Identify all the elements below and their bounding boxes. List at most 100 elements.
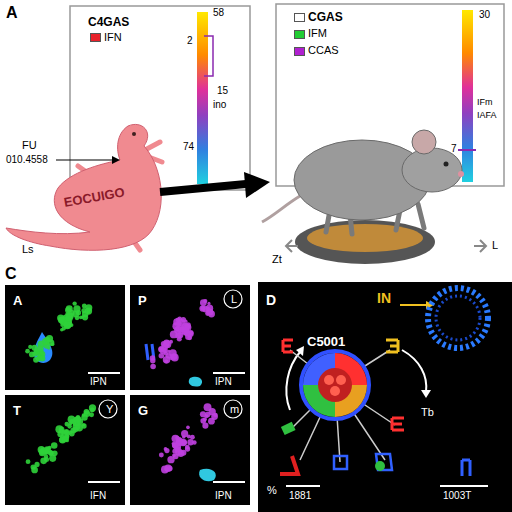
cell-dot [52, 450, 58, 456]
panel-letter: A [13, 294, 22, 307]
cell-dot [204, 403, 212, 411]
legend-swatch [294, 47, 305, 56]
output-label: Tb [421, 407, 434, 418]
micrograph-panel: DINC5001Tb%18811003T [258, 282, 512, 512]
axis-mark: % [267, 485, 277, 496]
axis-label: L [492, 240, 498, 251]
axis-label: Zt [272, 254, 282, 265]
cell-dot [176, 318, 181, 323]
cell-dot [205, 311, 210, 316]
cell-dot [200, 411, 206, 417]
cell-dot [200, 299, 207, 306]
cell-dot [89, 404, 96, 411]
scale-label: IPN [90, 377, 107, 387]
scale-label: IPN [215, 491, 232, 501]
cell-dot [81, 308, 86, 313]
body-label: EOCUIGO [63, 185, 126, 208]
cell-dot [180, 450, 186, 456]
cell-dot [177, 332, 183, 338]
scale-label: 1881 [289, 491, 311, 501]
panel-letter: C [5, 266, 17, 282]
transfer-arrow [160, 172, 270, 198]
scale-label: IFm [477, 98, 493, 107]
circled-mark: Y [106, 404, 113, 415]
cell-dot [64, 321, 71, 328]
micrograph-panel: T Y IFN [5, 395, 125, 505]
cell-dot [170, 331, 178, 339]
color-bar [462, 10, 473, 182]
cell-dot [76, 310, 81, 315]
cell-dot [211, 413, 218, 420]
cell-dot [68, 416, 76, 424]
cell-dot [173, 454, 179, 460]
legend-text: C4GAS [88, 16, 129, 28]
cell-dot [185, 322, 191, 328]
cell-dot [75, 315, 80, 320]
scale-number: 74 [183, 142, 194, 152]
range-bracket [204, 36, 213, 76]
mouse-illustration [262, 130, 486, 264]
scale-label: IAFA [477, 111, 497, 120]
micrograph-panels [5, 282, 512, 512]
level-mark [458, 149, 476, 151]
color-bar [197, 12, 208, 184]
micrograph-panel: PLIPN [130, 285, 250, 390]
cell-dot [186, 426, 190, 430]
cell-dot [159, 453, 164, 458]
cell-dot [70, 315, 73, 318]
callout-number: 010.4558 [6, 155, 48, 165]
legend-text: CCAS [308, 45, 339, 56]
cell-dot [181, 430, 188, 437]
cell-dot [31, 467, 38, 474]
cell-dot [28, 345, 32, 349]
cell-dot [40, 351, 44, 355]
input-label: IN [377, 291, 391, 305]
cell-dot [164, 448, 169, 453]
scale-label: IFN [90, 491, 106, 501]
micrograph-details [34, 290, 245, 482]
cell-dot [164, 359, 168, 363]
circled-mark: m [230, 404, 239, 415]
cell-dot [25, 349, 30, 354]
micrograph-panel: A IPN [5, 285, 125, 390]
complex-diagram [280, 288, 488, 486]
cell-dot [187, 439, 193, 445]
cell-dot [58, 430, 61, 433]
micrograph-dots [25, 299, 218, 473]
legend-text: IFM [308, 28, 327, 39]
cell-dot [34, 348, 38, 352]
panel-letter: T [13, 404, 21, 417]
cell-dot [161, 466, 169, 474]
cell-dot [187, 335, 192, 340]
cell-dot [33, 357, 39, 363]
legend-swatch [294, 30, 305, 39]
scale-number: 15 [217, 86, 228, 96]
cell-dot [190, 435, 195, 440]
cell-dot [63, 322, 68, 327]
cell-dot [200, 418, 206, 424]
cell-dot [62, 436, 68, 442]
cell-dot [166, 343, 169, 346]
scale-label: IPN [215, 377, 232, 387]
cell-dot [81, 423, 86, 428]
cell-dot [82, 304, 87, 309]
cell-dot [185, 445, 190, 450]
cell-dot [172, 448, 177, 453]
cell-dot [150, 358, 155, 363]
cell-dot [150, 364, 156, 370]
salamander-illustration [6, 124, 162, 250]
cell-dot [57, 314, 64, 321]
scale-unit: ino [213, 100, 226, 110]
cell-dot [44, 457, 49, 462]
cell-dot [61, 430, 68, 437]
legend-text: IFN [104, 32, 122, 43]
cell-dot [163, 348, 168, 353]
cell-dot [163, 356, 171, 364]
cell-dot [44, 449, 49, 454]
cell-dot [48, 446, 52, 450]
panel-letter: A [6, 5, 18, 21]
legend-text: CGAS [308, 11, 343, 23]
scale-number: 2 [187, 36, 193, 46]
cell-dot [82, 413, 86, 417]
micrograph-panel: GmIPN [130, 395, 250, 505]
